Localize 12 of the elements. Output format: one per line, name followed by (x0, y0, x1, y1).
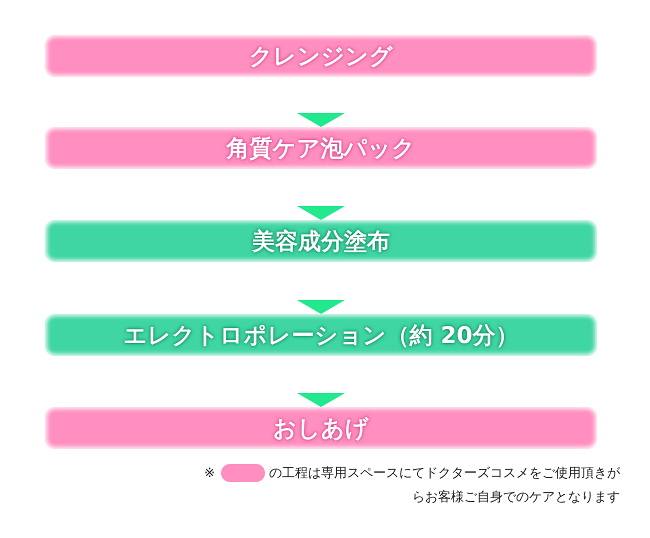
process-box (45, 127, 597, 169)
step-label: エレクトロポレーション（約 20分） (123, 322, 518, 350)
step-label: 美容成分塗布 (252, 228, 390, 256)
step-label: おしあげ (273, 414, 369, 444)
step-label: 角質ケア泡パック (226, 134, 416, 164)
step-label: クレンジング (249, 42, 393, 72)
legend-text: の工程は専用スペースにてドクターズコスメをご使用頂きがらお客様ご自身でのケアとなります (269, 466, 620, 505)
process-box (45, 407, 597, 449)
process-box (45, 35, 597, 77)
process-box (45, 220, 597, 262)
process-box (45, 314, 597, 356)
note-mark: ※ (204, 466, 215, 481)
